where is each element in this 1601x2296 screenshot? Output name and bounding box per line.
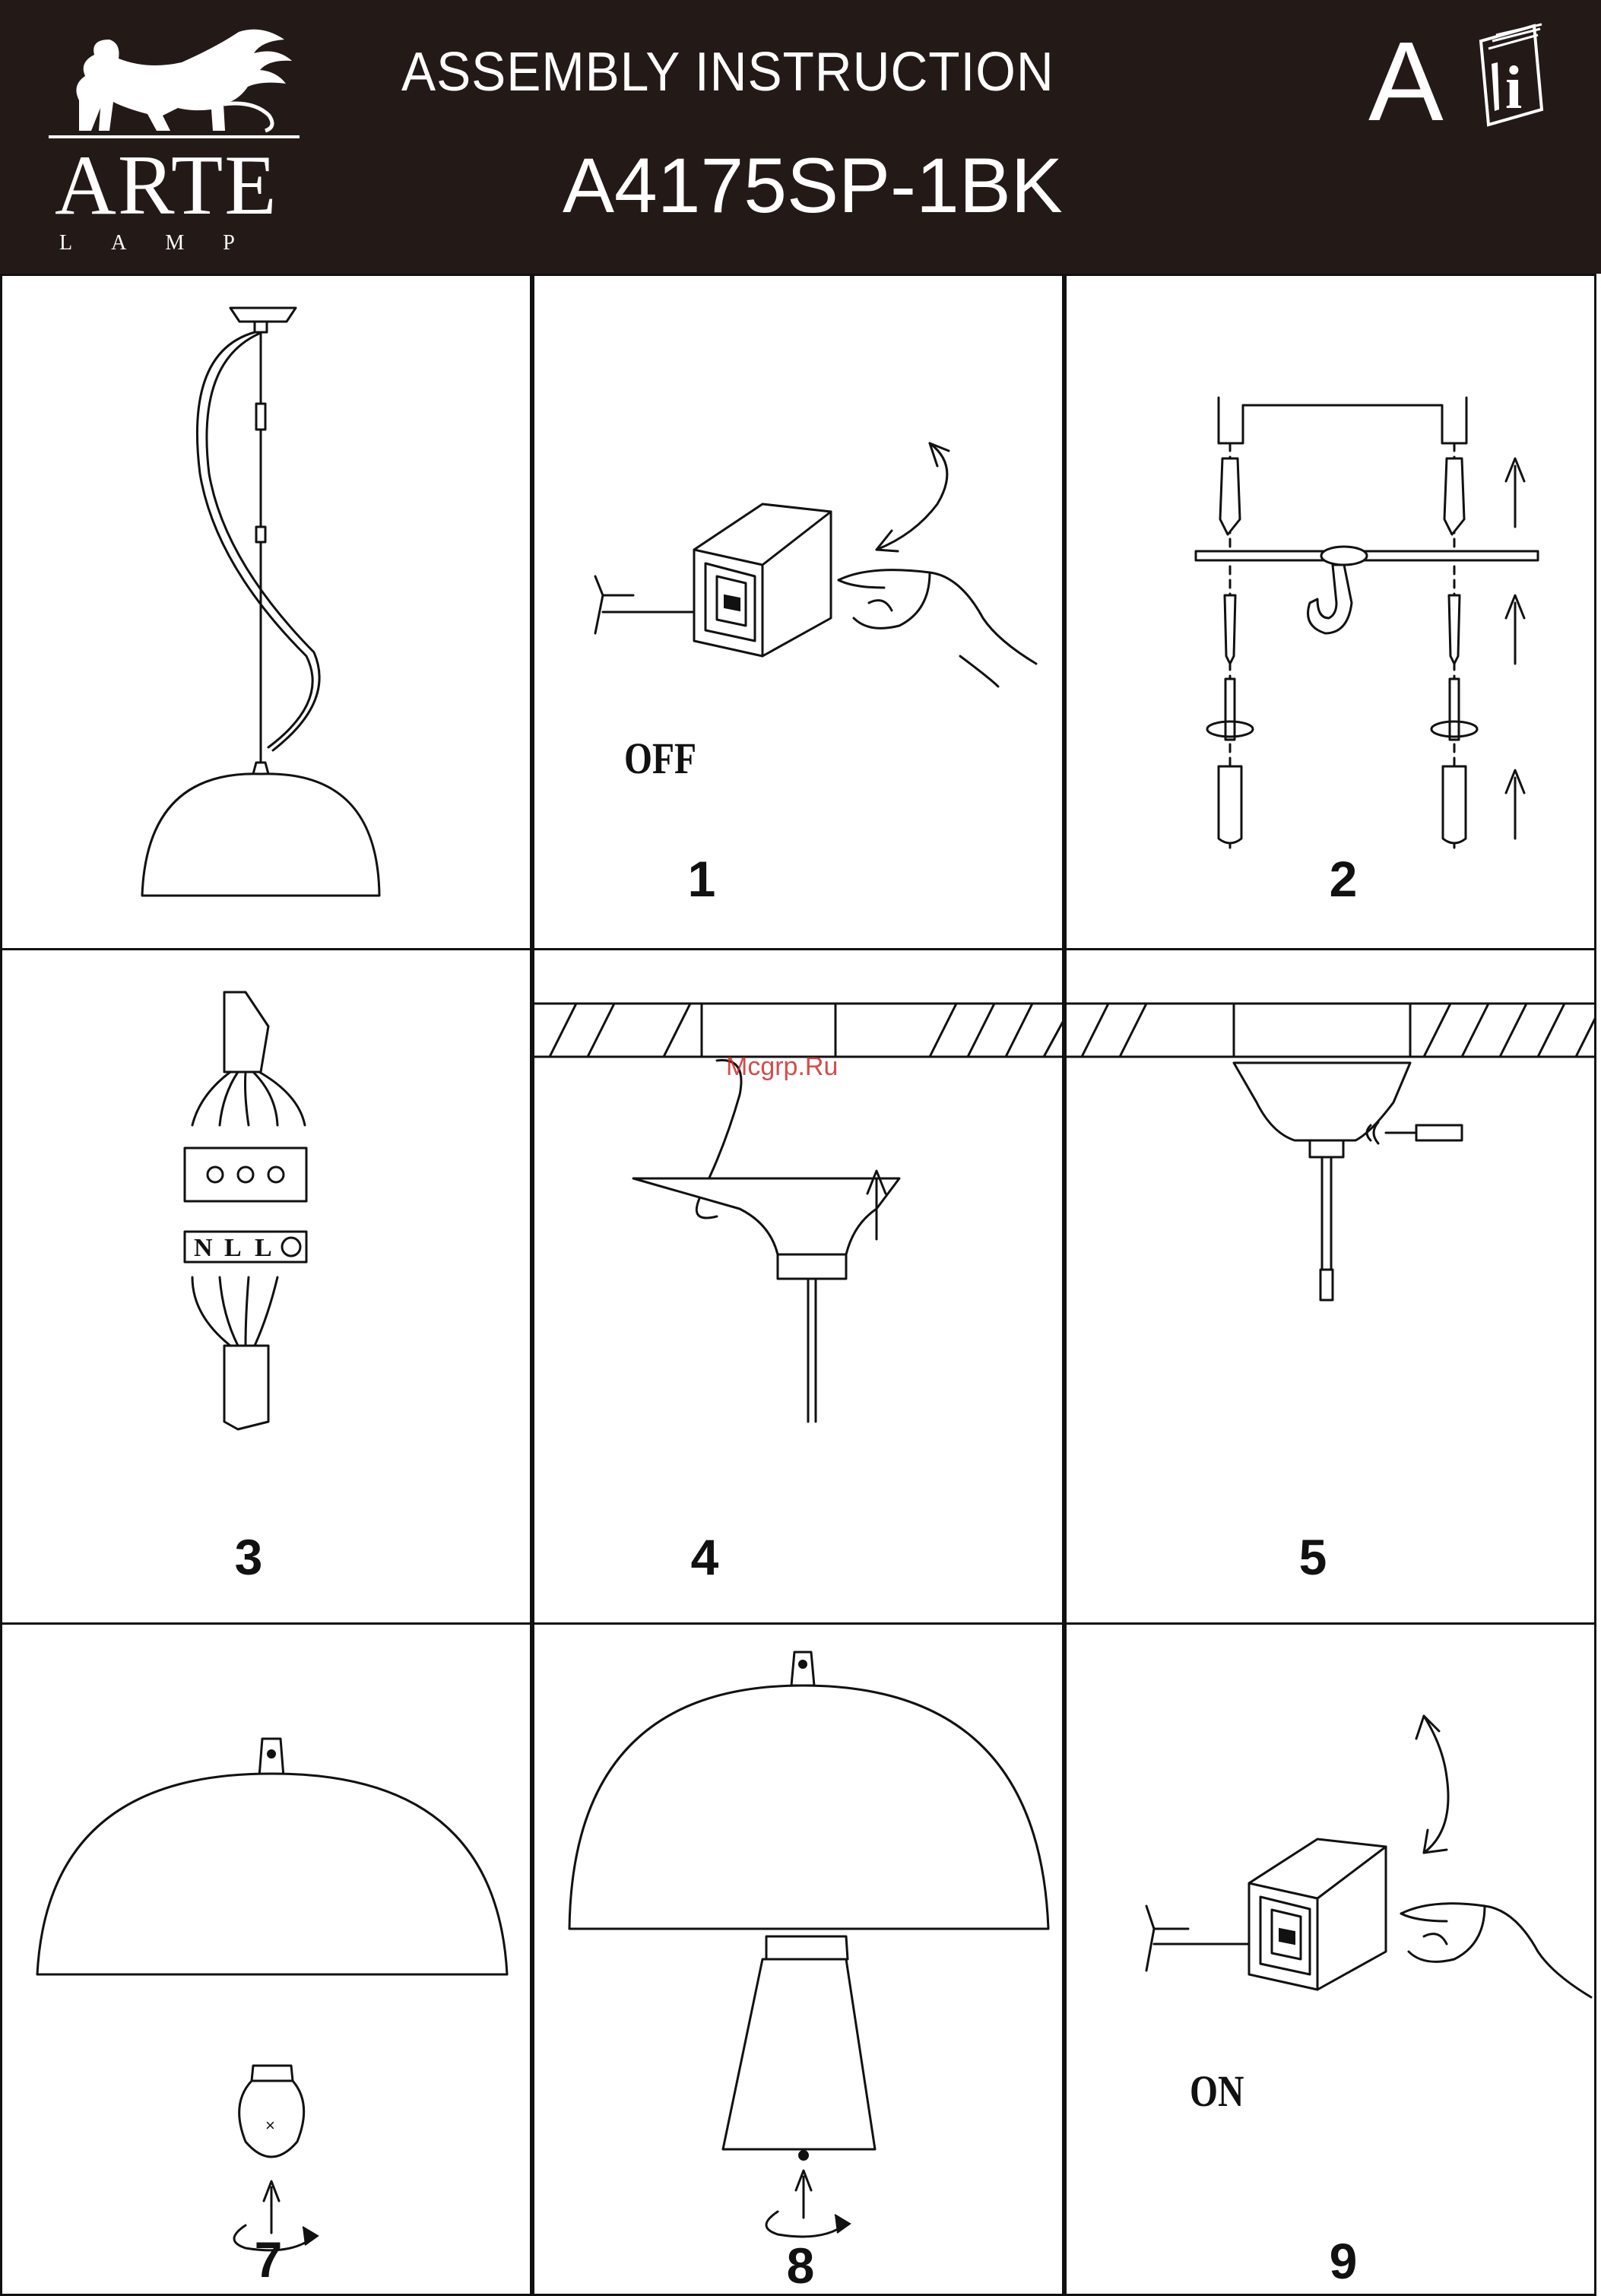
panel-step-5: 5	[1064, 948, 1596, 1625]
step-number: 7	[223, 2233, 314, 2286]
svg-text:×: ×	[265, 2116, 275, 2135]
brand-name: ARTE	[55, 143, 298, 228]
shade-illustration	[534, 1625, 1064, 2296]
panel-step-4: Mcgrp.Ru 4	[532, 948, 1064, 1625]
terminal-label: L	[224, 1234, 242, 1262]
mounting-bracket-illustration	[1067, 276, 1596, 950]
switch-state-label: ON	[1190, 2069, 1244, 2114]
panel-step-7: × 7	[0, 1622, 532, 2296]
switch-on-illustration	[1067, 1625, 1596, 2296]
terminal-label: N	[194, 1234, 213, 1262]
step-number: 3	[203, 1530, 294, 1584]
brand-subtitle: LAMP	[59, 228, 303, 258]
panel-step-8: 8	[532, 1622, 1064, 2296]
terminal-label: L	[255, 1234, 272, 1262]
panel-step-2: 2	[1064, 274, 1596, 950]
step-number: 4	[659, 1530, 750, 1584]
pendant-lamp-illustration	[2, 276, 532, 950]
step-number: 5	[1267, 1530, 1358, 1584]
panel-overview	[0, 274, 532, 950]
language-code: A	[1368, 21, 1444, 143]
svg-text:i: i	[1505, 55, 1522, 122]
bulb-illustration: ×	[2, 1625, 532, 2296]
switch-state-label: OFF	[624, 736, 696, 782]
header-bar: ARTE LAMP ASSEMBLY INSTRUCTION A4175SP-1…	[0, 0, 1601, 274]
model-number: A4175SP-1BK	[563, 140, 1063, 231]
watermark-text: Mcgrp.Ru	[726, 1052, 838, 1082]
instruction-grid: OFF 1 2	[0, 274, 1601, 2296]
panel-step-1: OFF 1	[532, 274, 1064, 950]
wiring-illustration: N L L	[2, 950, 532, 1625]
panel-step-9: ON 9	[1064, 1622, 1596, 2296]
switch-off-illustration	[534, 276, 1064, 950]
step-number: 9	[1298, 2234, 1389, 2288]
step-number: 2	[1298, 852, 1389, 905]
step-number: 8	[755, 2239, 846, 2292]
panel-step-3: N L L 3	[0, 948, 532, 1625]
instruction-book-icon: i	[1466, 18, 1557, 132]
document-title: ASSEMBLY INSTRUCTION	[401, 38, 1054, 106]
fix-canopy-illustration	[1067, 950, 1596, 1625]
step-number: 1	[656, 852, 747, 905]
griffin-logo-icon	[49, 17, 300, 146]
